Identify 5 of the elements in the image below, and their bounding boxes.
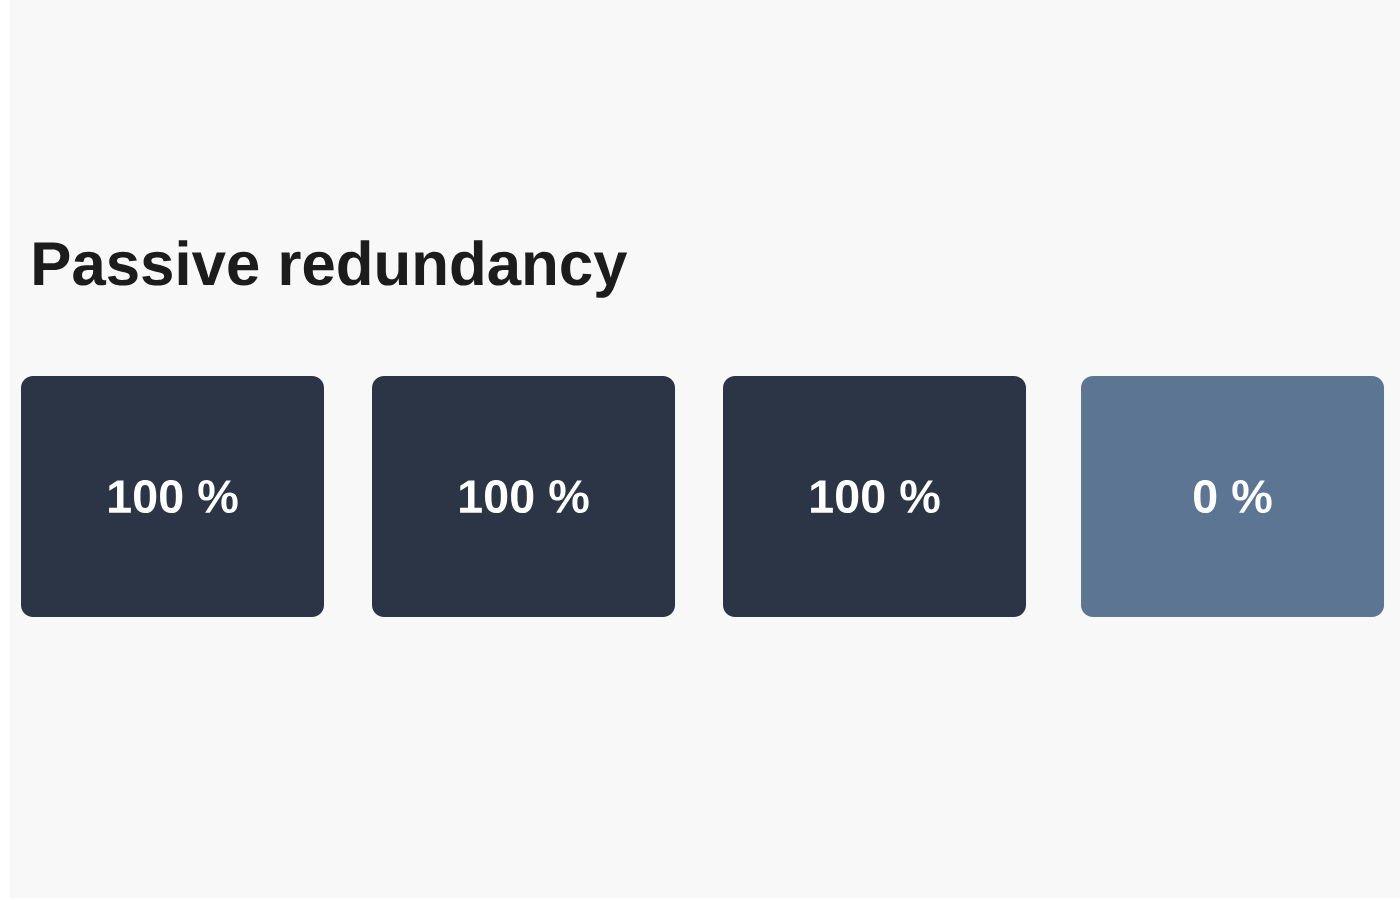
value-box: 100 % <box>372 376 675 617</box>
value-box: 0 % <box>1081 376 1384 617</box>
heading: Passive redundancy <box>34 240 628 298</box>
value-box: 100 % <box>21 376 324 617</box>
value-box: 100 % <box>723 376 1026 617</box>
